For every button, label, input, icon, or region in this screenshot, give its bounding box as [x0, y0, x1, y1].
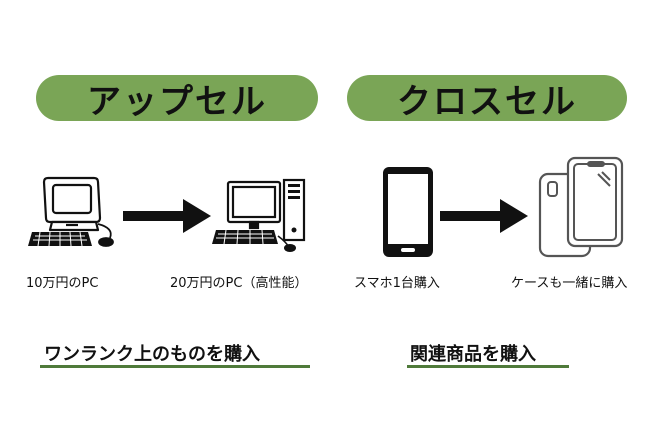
smartphone-icon	[383, 167, 433, 257]
tower-desktop-computer-icon	[212, 178, 306, 252]
upsell-arrow-icon	[123, 199, 211, 233]
retro-desktop-computer-icon	[28, 176, 114, 247]
upsell-summary: ワンランク上のものを購入	[44, 344, 260, 365]
upsell-title: アップセル	[87, 81, 267, 122]
crosssell-summary: 関連商品を購入	[410, 344, 536, 365]
crosssell-title-pill: クロスセル	[347, 75, 627, 122]
crosssell-title: クロスセル	[397, 81, 577, 122]
upsell-summary-underline	[40, 365, 310, 368]
new-pc-caption: 20万円のPC（高性能）	[170, 276, 308, 291]
crosssell-summary-underline	[407, 365, 569, 368]
crosssell-arrow-icon	[440, 199, 528, 233]
phone-caption: スマホ1台購入	[354, 276, 440, 291]
upsell-title-pill: アップセル	[36, 75, 318, 122]
old-pc-caption: 10万円のPC	[26, 276, 99, 291]
phone-with-case-icon	[538, 156, 624, 258]
phone-case-caption: ケースも一緒に購入	[511, 276, 628, 291]
